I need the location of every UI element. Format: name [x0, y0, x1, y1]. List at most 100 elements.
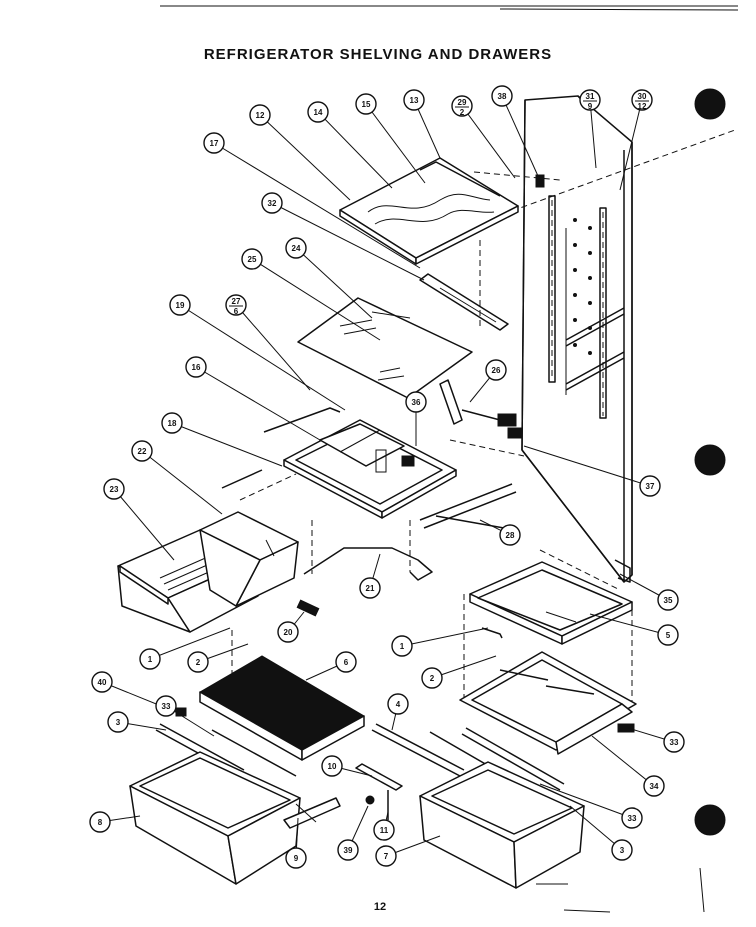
callout-number: 38	[498, 92, 507, 101]
callout-34: 34	[591, 735, 665, 797]
callout-bubble	[169, 294, 191, 316]
callout-number: 15	[362, 100, 371, 109]
callout-16: 16	[185, 356, 321, 441]
callout-4: 4	[387, 693, 409, 731]
callout-leader	[523, 445, 651, 487]
callout-number: 6	[344, 658, 349, 667]
callout-18: 18	[161, 412, 283, 467]
callout-leader	[591, 735, 655, 787]
callout-number: 23	[110, 485, 119, 494]
callout-leader	[431, 655, 497, 679]
callout-number: 35	[664, 596, 673, 605]
callout-number: 33	[162, 702, 171, 711]
callout-bubble	[663, 731, 685, 753]
callout-bubble	[307, 101, 329, 123]
callout-6: 6	[305, 651, 357, 681]
callout-leader	[501, 95, 539, 177]
callout-number: 26	[492, 366, 501, 375]
callout-32: 32	[261, 192, 425, 281]
callout-number: 7	[384, 852, 389, 861]
callout-number: 3	[620, 846, 625, 855]
callout-3: 3	[569, 805, 633, 861]
callout-number: 22	[138, 447, 147, 456]
dashed-guide-left	[239, 473, 297, 501]
callout-bubble	[643, 775, 665, 797]
slide-1-right	[481, 627, 503, 639]
callout-3: 3	[107, 711, 167, 733]
callout-leader	[569, 805, 623, 851]
crisper-drawer-8	[129, 751, 301, 885]
callout-23: 23	[103, 478, 175, 561]
callout-number: 18	[168, 419, 177, 428]
callout-bubble	[485, 359, 507, 381]
rod-18	[221, 469, 263, 489]
bottom-scribble-2	[563, 909, 611, 913]
dashed-guide-right	[449, 439, 525, 457]
callout-bubble	[261, 192, 283, 214]
callout-leader	[589, 99, 597, 169]
callout-bubble	[491, 85, 513, 107]
callout-number: 31	[586, 92, 595, 101]
diagram-title: REFRIGERATOR SHELVING AND DRAWERS	[203, 46, 553, 63]
callout-bubble	[241, 248, 263, 270]
page-number: 12	[373, 901, 387, 913]
callout-9: 9	[285, 817, 307, 869]
callout-bubble	[203, 132, 225, 154]
callout-7: 7	[375, 835, 441, 867]
callout-bubble	[285, 847, 307, 869]
callout-leader	[271, 202, 425, 281]
callout-22: 22	[131, 440, 223, 515]
callout-number: 27	[232, 297, 241, 306]
shelf-bracket-26	[439, 379, 523, 439]
callout-subnumber: 9	[588, 102, 593, 111]
callout-number: 40	[98, 678, 107, 687]
callout-leader	[179, 304, 346, 411]
callout-bubble	[91, 671, 113, 693]
callout-bubble	[359, 577, 381, 599]
callout-number: 33	[628, 814, 637, 823]
callout-leader	[149, 627, 231, 660]
callout-14: 14	[307, 101, 393, 189]
callout-number: 28	[506, 531, 515, 540]
cabinet-liner	[521, 95, 633, 583]
callout-bubble	[225, 294, 247, 316]
clip-20	[296, 599, 320, 617]
callout-number: 37	[646, 482, 655, 491]
callout-number: 16	[192, 363, 201, 372]
callout-leader	[461, 105, 516, 179]
callout-number: 13	[410, 96, 419, 105]
callout-28: 28	[479, 519, 521, 546]
callout-10: 10	[321, 755, 373, 777]
callout-leader	[235, 304, 311, 391]
upper-right-drawer-35	[469, 561, 633, 645]
callout-bubble	[579, 89, 601, 111]
callout-bubble	[337, 839, 359, 861]
callout-bubble	[155, 695, 177, 717]
callout-leader	[113, 488, 175, 561]
crisper-drawer-7	[419, 761, 585, 889]
callout-subnumber: 2	[460, 108, 465, 117]
callout-leader	[539, 783, 633, 819]
top-border-line-2	[499, 8, 739, 11]
callout-33: 33	[155, 695, 215, 737]
crisper-cover-6	[198, 655, 366, 761]
callout-number: 8	[98, 818, 103, 827]
callout-bubble	[249, 104, 271, 126]
callout-bubble	[403, 89, 425, 111]
callout-11: 11	[373, 811, 395, 841]
callout-leader	[589, 613, 669, 636]
shelf-rail-32	[419, 273, 509, 331]
binder-hole-bottom	[694, 804, 726, 836]
callout-number: 12	[256, 111, 265, 120]
callout-25: 25	[241, 248, 381, 341]
callout-bubble	[611, 839, 633, 861]
callout-2: 2	[187, 643, 249, 673]
callout-leader	[213, 142, 421, 269]
callout-bubble	[103, 478, 125, 500]
callout-37: 37	[523, 445, 661, 497]
callout-number: 4	[396, 700, 401, 709]
callout-number: 20	[284, 628, 293, 637]
callout-leader	[619, 99, 643, 191]
